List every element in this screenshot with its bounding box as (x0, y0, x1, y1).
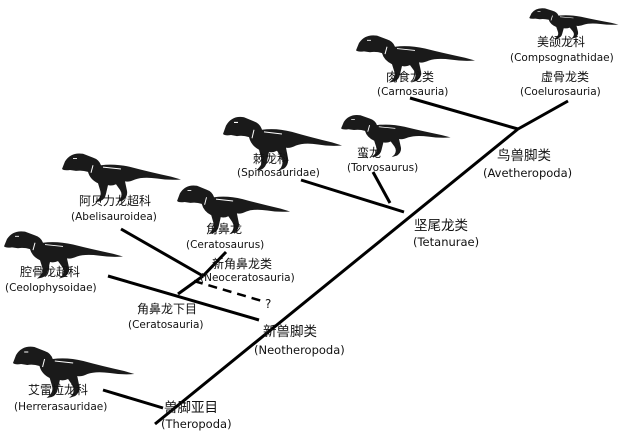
taxon-label-coelophysoidae-en: (Ceolophysoidae) (5, 282, 97, 294)
node-label-tetanurae-en: (Tetanurae) (413, 235, 479, 249)
taxon-label-spinosauridae-en: (Spinosauridae) (237, 167, 320, 179)
node-label-neotheropoda-zh: 新兽脚类 (263, 324, 317, 340)
dashed-uncertain-link (193, 279, 263, 303)
node-label-neoceratosauria-zh: 新角鼻龙类 (212, 256, 272, 271)
branch-torvosaurus (371, 171, 392, 204)
taxon-label-carnosauria-zh: 肉食龙类 (386, 69, 434, 84)
taxon-label-spinosauridae-zh: 棘龙科 (253, 152, 289, 166)
spine-main (154, 127, 519, 426)
node-label-theropoda-zh: 兽脚亚目 (164, 400, 218, 416)
node-label-theropoda-en: (Theropoda) (161, 417, 232, 431)
branch-spinosauridae (300, 178, 405, 214)
taxon-label-carnosauria-en: (Carnosauria) (377, 86, 448, 98)
uncertain-mark: ? (265, 297, 271, 311)
branch-abelisauroidea (120, 227, 204, 278)
node-label-neoceratosauria-en: (Neoceratosauria) (200, 272, 295, 284)
branch-coelurosauria (517, 99, 569, 131)
branch-herrerasauridae (102, 388, 164, 410)
branch-coelophysoidae (107, 274, 260, 322)
node-label-tetanurae-zh: 坚尾龙类 (414, 218, 468, 234)
node-label-ceratosauria-en: (Ceratosauria) (128, 319, 204, 331)
branch-ceratosauria-stem (177, 274, 204, 296)
node-label-ceratosauria-zh: 角鼻龙下目 (137, 301, 197, 316)
taxon-label-abelisauroidea-en: (Abelisauroidea) (71, 211, 157, 223)
taxon-label-torvosaurus-zh: 蛮龙 (357, 145, 381, 160)
taxon-label-compsognathidae-en: (Compsognathidae) (510, 52, 614, 64)
node-label-avetheropoda-zh: 鸟兽脚类 (497, 148, 551, 164)
node-label-avetheropoda-en: (Avetheropoda) (483, 166, 572, 180)
branch-ceratosaurus (201, 250, 228, 278)
taxon-label-coelurosauria-zh: 虚骨龙类 (541, 70, 589, 84)
taxon-label-herrerasauridae-zh: 艾雷拉龙科 (28, 382, 88, 397)
taxon-label-ceratosaurus-en: (Ceratosaurus) (186, 239, 264, 251)
branch-carnosauria (409, 96, 519, 131)
taxon-label-abelisauroidea-zh: 阿贝力龙超科 (79, 193, 151, 208)
node-label-neotheropoda-en: (Neotheropoda) (254, 343, 345, 357)
taxon-label-herrerasauridae-en: (Herrerasauridae) (14, 401, 107, 413)
taxon-label-ceratosaurus-zh: 角鼻龙 (206, 221, 242, 236)
taxon-label-compsognathidae-zh: 美颌龙科 (537, 34, 585, 49)
taxon-label-coelophysoidae-zh: 腔骨龙超科 (20, 264, 80, 279)
taxon-label-coelurosauria-en: (Coelurosauria) (520, 86, 601, 98)
taxon-label-torvosaurus-en: (Torvosaurus) (347, 162, 418, 174)
